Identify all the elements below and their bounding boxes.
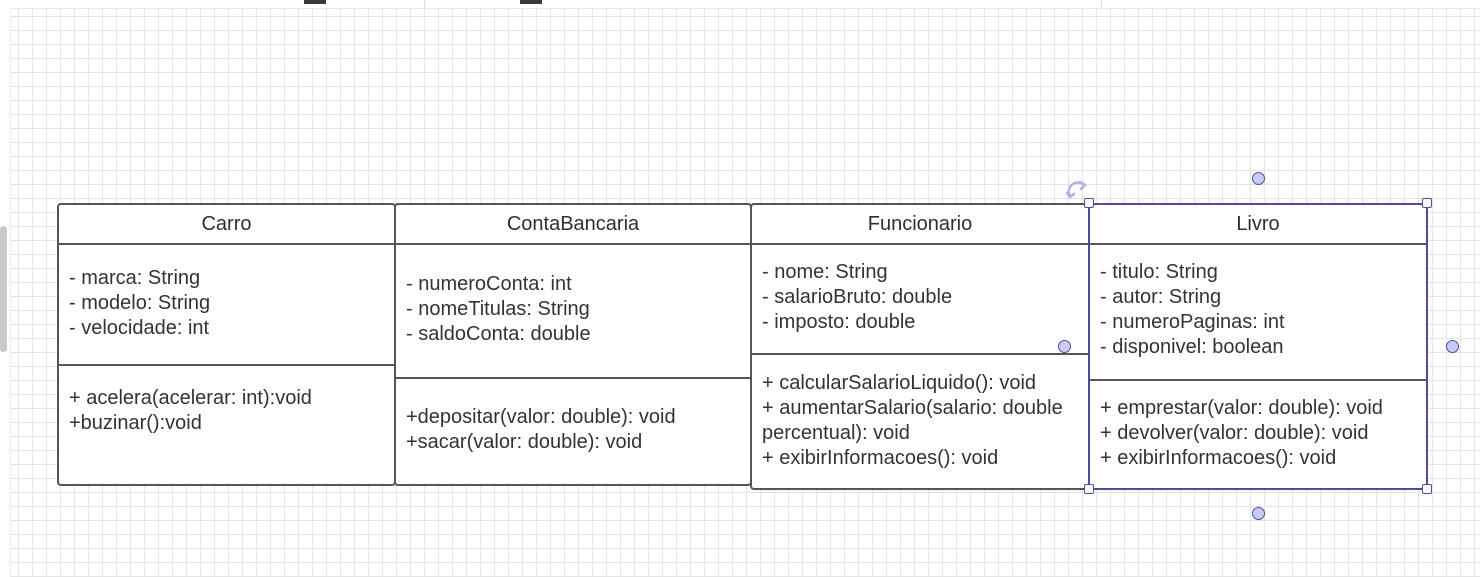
class-name: Carro — [59, 205, 394, 245]
compartment-divider — [752, 353, 1088, 355]
attribute: - salarioBruto: double — [762, 286, 953, 308]
vertical-scrollbar[interactable] — [0, 226, 7, 352]
connection-point-top[interactable] — [1252, 172, 1265, 185]
compartment-divider — [1090, 379, 1426, 381]
resize-handle-bottom-right[interactable] — [1422, 484, 1432, 494]
attribute: - disponivel: boolean — [1100, 336, 1284, 358]
methods-compartment: + acelera(acelerar: int):void +buzinar()… — [69, 386, 388, 436]
attribute: - modelo: String — [69, 292, 211, 314]
attribute: - autor: String — [1100, 286, 1222, 308]
attribute: - nomeTitulas: String — [406, 298, 590, 320]
attributes-compartment: - numeroConta: int - nomeTitulas: String… — [406, 272, 744, 347]
rotate-handle-icon[interactable] — [1066, 179, 1090, 201]
methods-compartment: + calcularSalarioLiquido(): void + aumen… — [762, 371, 1078, 471]
connection-point-bottom[interactable] — [1252, 507, 1265, 520]
attribute: - numeroConta: int — [406, 273, 572, 295]
compartment-divider — [59, 364, 394, 366]
attributes-compartment: - nome: String - salarioBruto: double - … — [762, 260, 1082, 335]
methods-compartment: + emprestar(valor: double): void + devol… — [1100, 396, 1420, 471]
toolbar-tab-marker[interactable] — [520, 0, 542, 4]
methods-compartment: +depositar(valor: double): void +sacar(v… — [406, 405, 744, 455]
toolbar-tab-marker[interactable] — [304, 0, 326, 4]
class-box-livro[interactable]: Livro - titulo: String - autor: String -… — [1088, 203, 1428, 490]
method: + devolver(valor: double): void — [1100, 422, 1369, 444]
toolbar-separator — [424, 0, 425, 8]
method: +sacar(valor: double): void — [406, 431, 643, 453]
method: + aumentarSalario(salario: double percen… — [762, 397, 1063, 444]
method: +buzinar():void — [69, 412, 202, 434]
resize-handle-top-right[interactable] — [1422, 198, 1432, 208]
method: + emprestar(valor: double): void — [1100, 397, 1383, 419]
class-box-contabancaria[interactable]: ContaBancaria - numeroConta: int - nomeT… — [394, 203, 752, 486]
class-box-funcionario[interactable]: Funcionario - nome: String - salarioBrut… — [750, 203, 1090, 490]
class-name: Livro — [1090, 205, 1426, 245]
method: +depositar(valor: double): void — [406, 406, 676, 428]
method: + exibirInformacoes(): void — [762, 447, 999, 469]
class-name: Funcionario — [752, 205, 1088, 245]
attribute: - imposto: double — [762, 311, 916, 333]
method: + calcularSalarioLiquido(): void — [762, 372, 1037, 394]
resize-handle-top-left[interactable] — [1084, 198, 1094, 208]
attributes-compartment: - titulo: String - autor: String - numer… — [1100, 260, 1420, 360]
connection-point-right[interactable] — [1446, 340, 1459, 353]
class-name: ContaBancaria — [396, 205, 750, 245]
compartment-divider — [396, 377, 750, 379]
connection-point-left[interactable] — [1058, 340, 1071, 353]
method: + acelera(acelerar: int):void — [69, 387, 312, 409]
attribute: - titulo: String — [1100, 261, 1218, 283]
toolbar-separator — [1101, 0, 1102, 8]
attributes-compartment: - marca: String - modelo: String - veloc… — [69, 266, 388, 341]
resize-handle-bottom-left[interactable] — [1084, 484, 1094, 494]
attribute: - nome: String — [762, 261, 888, 283]
attribute: - numeroPaginas: int — [1100, 311, 1285, 333]
attribute: - saldoConta: double — [406, 323, 591, 345]
attribute: - velocidade: int — [69, 317, 210, 339]
method: + exibirInformacoes(): void — [1100, 447, 1337, 469]
class-box-carro[interactable]: Carro - marca: String - modelo: String -… — [57, 203, 396, 486]
top-toolbar — [0, 0, 1480, 9]
attribute: - marca: String — [69, 267, 201, 289]
